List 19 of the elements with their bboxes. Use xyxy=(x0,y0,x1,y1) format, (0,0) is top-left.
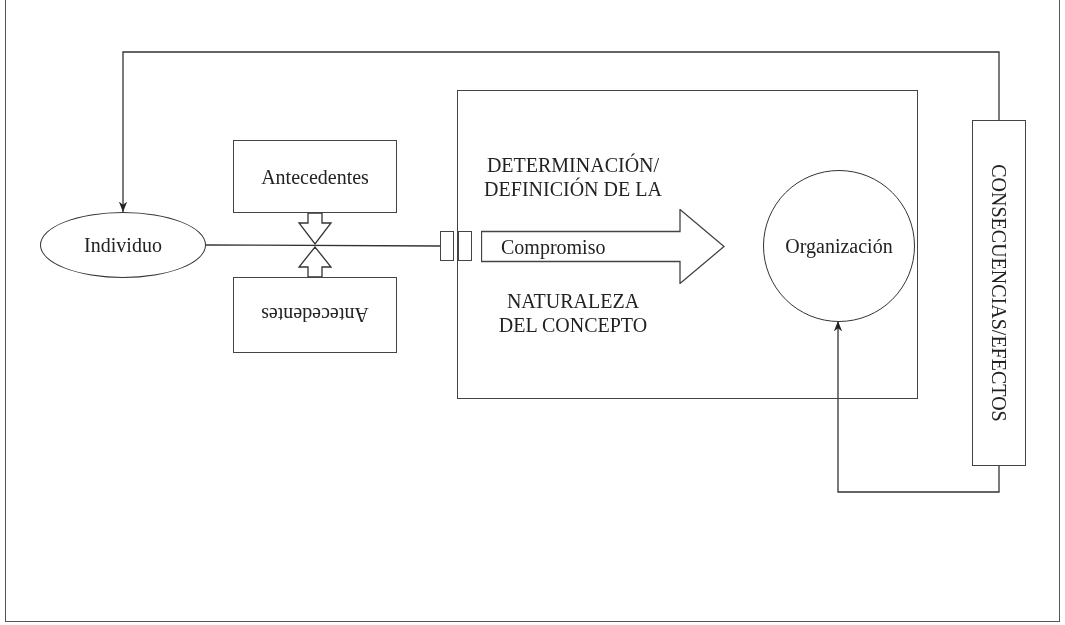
node-label: Antecedentes xyxy=(261,303,369,327)
process-box xyxy=(233,140,397,213)
connector-line xyxy=(205,244,441,247)
node-label: Organización xyxy=(785,234,893,258)
block-arrow xyxy=(297,212,333,246)
small-box xyxy=(440,231,454,261)
node-label: Antecedentes xyxy=(261,164,369,189)
node-label: Compromiso xyxy=(501,234,606,259)
node-label: NATURALEZA DEL CONCEPTO xyxy=(498,289,648,337)
arrow xyxy=(833,320,1000,493)
block-arrow-node xyxy=(481,209,725,284)
vertical-bar xyxy=(972,120,1026,466)
block-arrow xyxy=(297,245,333,278)
container-box xyxy=(457,90,918,399)
arrow xyxy=(118,51,1000,213)
node-label: Individuo xyxy=(84,233,162,257)
node-label: CONSECUENCIAS/EFECTOS xyxy=(987,164,1011,422)
process-box xyxy=(233,277,397,353)
node-label: DETERMINACIÓN/ DEFINICIÓN DE LA xyxy=(483,153,663,201)
